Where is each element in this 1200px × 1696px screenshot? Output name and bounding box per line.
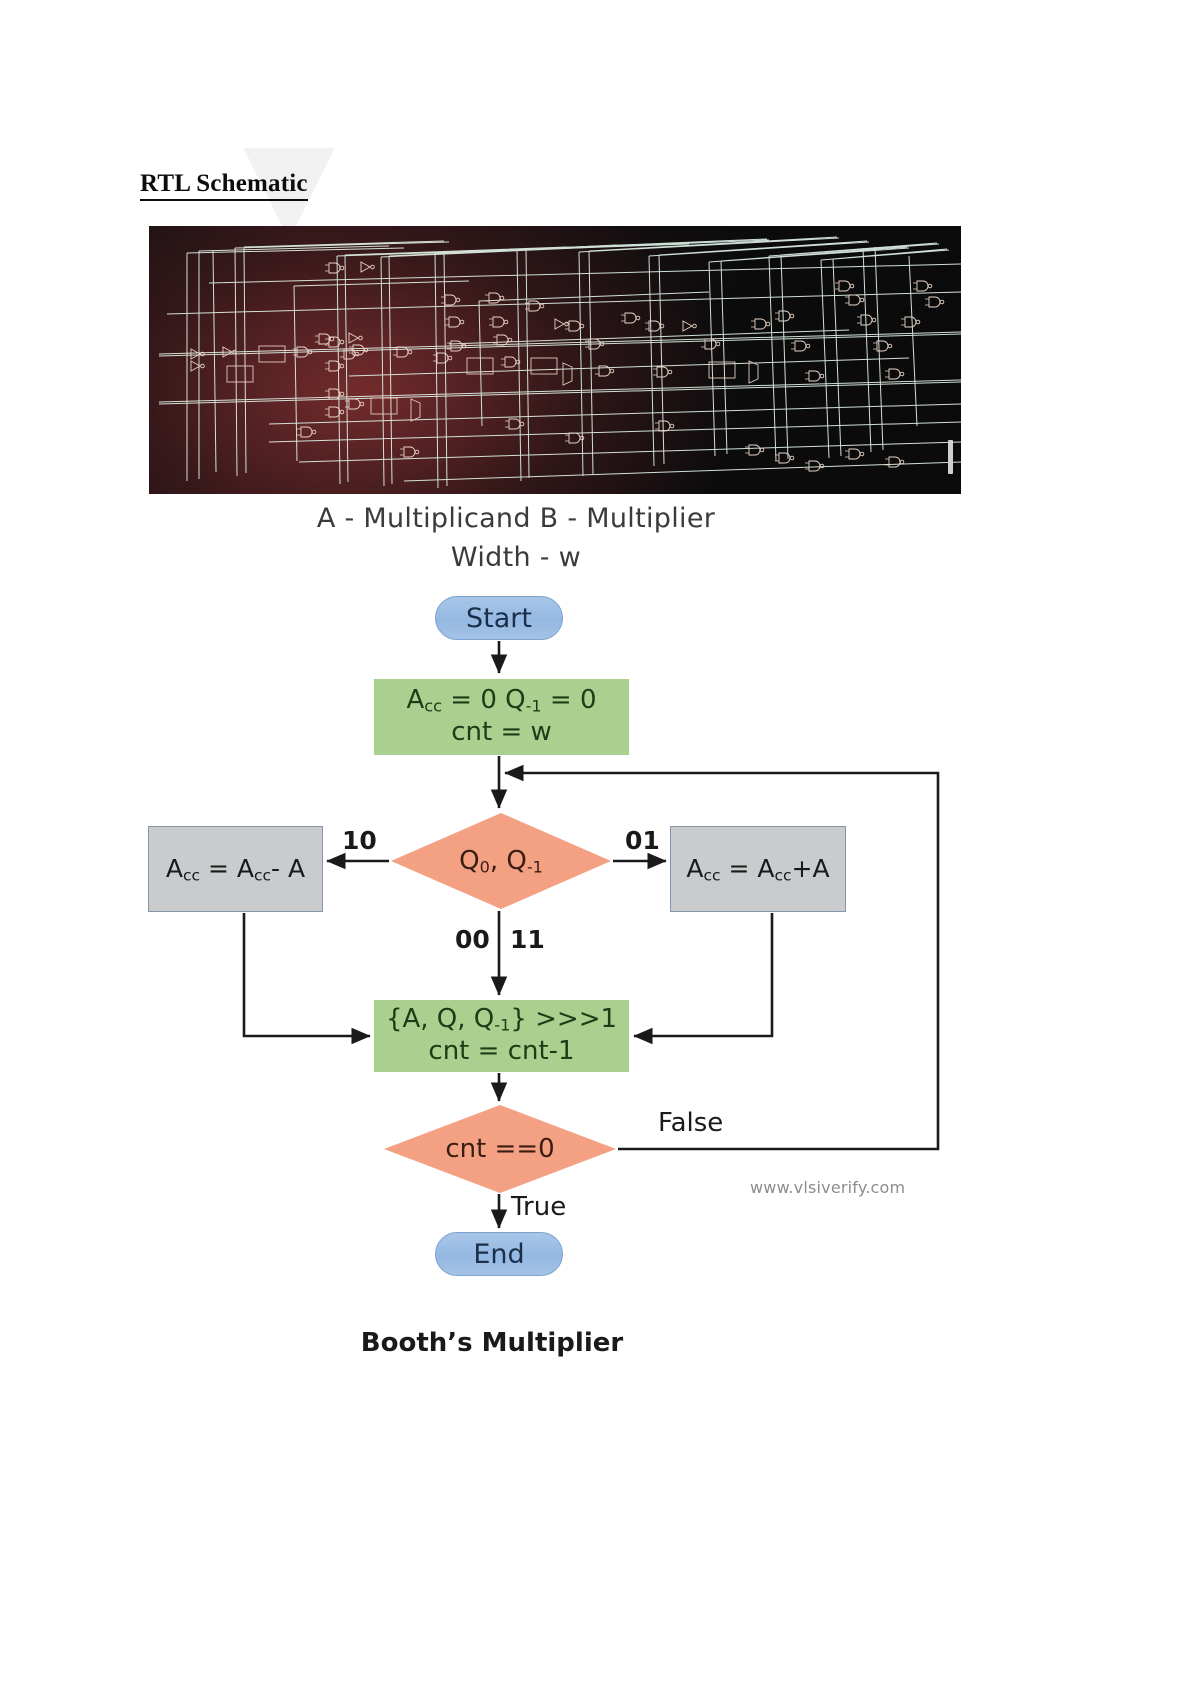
flow-node-subtract[interactable]: Acc = Acc- A bbox=[148, 826, 323, 912]
subtract-expression: Acc = Acc- A bbox=[166, 854, 305, 884]
shift-sub: -1 bbox=[494, 1015, 511, 1035]
sub-pre: A bbox=[165, 853, 183, 883]
edge-label-01: 01 bbox=[625, 826, 660, 855]
flow-node-arithmetic-shift[interactable]: {A, Q, Q-1} >>>1 cnt = cnt-1 bbox=[374, 1000, 629, 1072]
init-q-sub: -1 bbox=[525, 696, 542, 716]
shift-post: } >>>1 bbox=[510, 1004, 618, 1035]
add-pre: A bbox=[686, 853, 704, 883]
add-sub2: cc bbox=[774, 866, 792, 885]
flow-node-end[interactable]: End bbox=[435, 1232, 563, 1276]
decision-q-pre: Q bbox=[459, 845, 480, 876]
init-line-2: cnt = w bbox=[451, 717, 552, 747]
init-acc-sub: cc bbox=[424, 696, 442, 716]
decision-q-mid: , Q bbox=[489, 845, 527, 876]
edge-label-00: 00 bbox=[455, 925, 490, 954]
edge-label-11: 11 bbox=[510, 925, 545, 954]
decision-q-label: Q0, Q-1 bbox=[459, 846, 543, 877]
decision-q-sub0: 0 bbox=[479, 857, 490, 877]
legend-line-width: Width - w bbox=[450, 542, 582, 573]
decision-cnt-label: cnt ==0 bbox=[445, 1134, 555, 1164]
background-watermark-chevron: ▼ bbox=[243, 115, 336, 254]
init-line-1: Acc = 0 Q-1 = 0 bbox=[406, 685, 596, 717]
flow-node-decision-q0-qm1[interactable]: Q0, Q-1 bbox=[391, 813, 611, 909]
schematic-wires bbox=[158, 236, 961, 489]
rtl-schematic-image bbox=[149, 226, 961, 494]
start-label: Start bbox=[466, 602, 532, 634]
schematic-scrollbar-artifact bbox=[948, 440, 953, 474]
decision-q-subm1: -1 bbox=[526, 857, 543, 877]
edge-label-true: True bbox=[511, 1192, 567, 1222]
add-sub1: cc bbox=[703, 866, 721, 885]
sub-mid: = A bbox=[200, 853, 254, 883]
flow-node-add[interactable]: Acc = Acc+A bbox=[670, 826, 846, 912]
shift-line-2: cnt = cnt-1 bbox=[428, 1036, 575, 1066]
page-title: RTL Schematic bbox=[140, 170, 308, 201]
edge-label-false: False bbox=[658, 1108, 724, 1138]
flow-node-decision-cnt-zero[interactable]: cnt ==0 bbox=[384, 1105, 616, 1193]
edge-label-10: 10 bbox=[342, 826, 377, 855]
flow-node-initialize[interactable]: Acc = 0 Q-1 = 0 cnt = w bbox=[374, 679, 629, 755]
init-post: = 0 bbox=[541, 685, 597, 716]
sub-sub2: cc bbox=[253, 866, 272, 885]
figure-caption: Booth’s Multiplier bbox=[360, 1328, 624, 1358]
add-expression: Acc = Acc+A bbox=[686, 854, 829, 884]
shift-line-1: {A, Q, Q-1} >>>1 bbox=[386, 1004, 617, 1036]
legend-line-multiplicand-multiplier: A - Multiplicand B - Multiplier bbox=[316, 503, 716, 534]
flow-node-start[interactable]: Start bbox=[435, 596, 563, 640]
add-post: +A bbox=[791, 853, 830, 883]
sub-post: - A bbox=[271, 853, 306, 883]
shift-pre: {A, Q, Q bbox=[385, 1004, 495, 1035]
sub-sub1: cc bbox=[182, 866, 201, 885]
end-label: End bbox=[473, 1238, 525, 1270]
init-mid: = 0 Q bbox=[442, 685, 526, 716]
site-watermark: www.vlsiverify.com bbox=[750, 1178, 906, 1197]
add-mid: = A bbox=[720, 853, 775, 883]
init-acc-var: A bbox=[406, 685, 425, 716]
